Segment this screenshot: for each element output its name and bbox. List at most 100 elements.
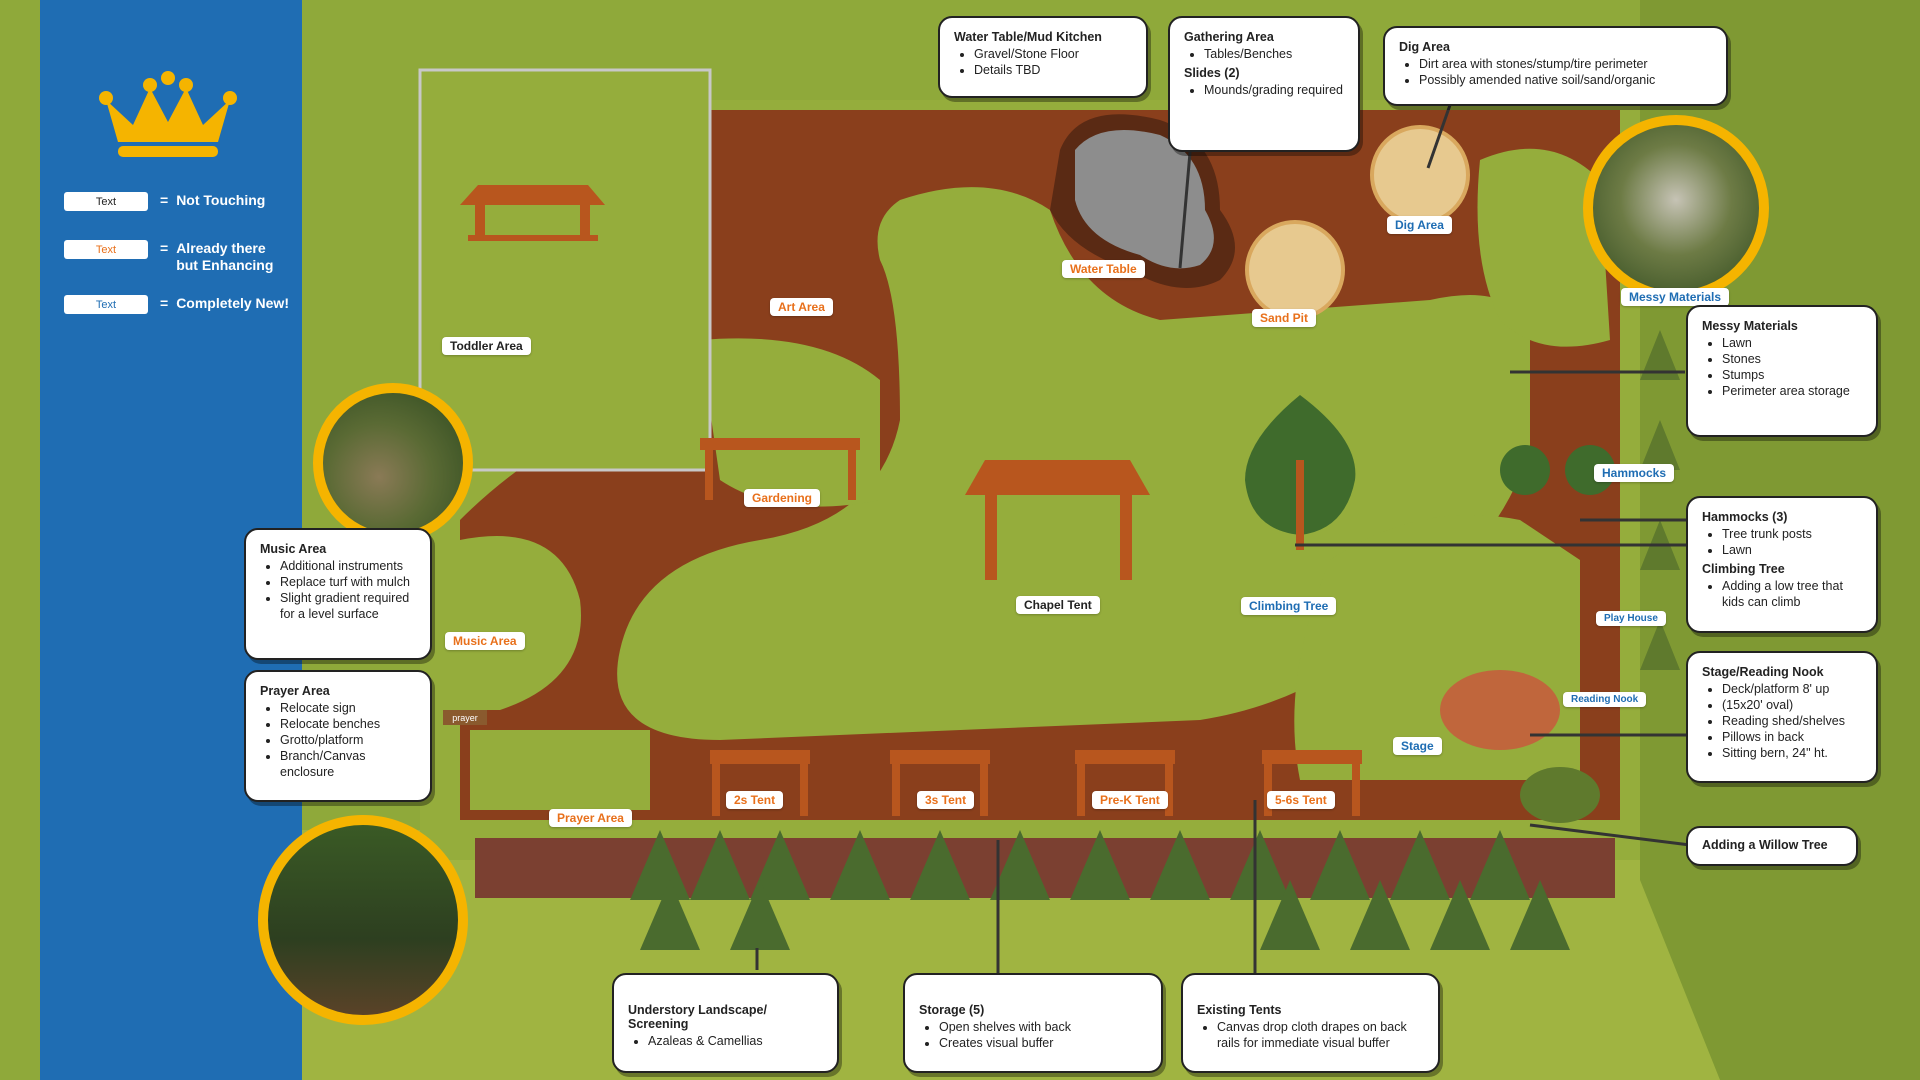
legend-enhancing: Text = Already there but Enhancing: [64, 240, 286, 274]
legend-chip: Text: [64, 240, 148, 259]
note-willow-tree: Adding a Willow Tree: [1686, 826, 1858, 866]
note-item: Mounds/grading required: [1204, 82, 1344, 98]
note-item: Creates visual buffer: [939, 1035, 1147, 1051]
legend-new: Text = Completely New!: [64, 295, 296, 314]
note-item: Additional instruments: [280, 558, 416, 574]
note-title: Stage/Reading Nook: [1702, 665, 1824, 679]
note-title: Adding a Willow Tree: [1702, 838, 1828, 852]
note-title: Prayer Area: [260, 684, 330, 698]
legend-equals: =: [160, 192, 169, 208]
note-item: Canvas drop cloth drapes on back rails f…: [1217, 1019, 1424, 1051]
note-item: Grotto/platform: [280, 732, 416, 748]
legend-chip: Text: [64, 295, 148, 314]
note-item: Tree trunk posts: [1722, 526, 1862, 542]
note-title: Dig Area: [1399, 40, 1450, 54]
label-water-table: Water Table: [1062, 260, 1145, 278]
label-dig-area: Dig Area: [1387, 216, 1452, 234]
note-hammocks: Hammocks (3) Tree trunk posts Lawn Climb…: [1686, 496, 1878, 633]
note-subtitle: Slides (2): [1184, 66, 1240, 80]
note-item: Slight gradient required for a level sur…: [280, 590, 416, 622]
note-title: Gathering Area: [1184, 30, 1274, 44]
note-item: Adding a low tree that kids can climb: [1722, 578, 1862, 610]
label-reading-nook: Reading Nook: [1563, 692, 1647, 707]
note-dig-area: Dig Area Dirt area with stones/stump/tir…: [1383, 26, 1728, 106]
note-item: Dirt area with stones/stump/tire perimet…: [1419, 56, 1712, 72]
label-music-area: Music Area: [445, 632, 525, 650]
note-title: Hammocks (3): [1702, 510, 1788, 524]
label-art-area: Art Area: [770, 298, 833, 316]
note-item: Relocate sign: [280, 700, 416, 716]
note-item: Sitting bern, 24" ht.: [1722, 745, 1862, 761]
label-hammocks: Hammocks: [1594, 464, 1675, 482]
note-list: Dirt area with stones/stump/tire perimet…: [1399, 56, 1712, 88]
legend-equals: =: [160, 240, 169, 256]
note-existing-tents: Existing Tents Canvas drop cloth drapes …: [1181, 973, 1440, 1073]
legend-desc: Already there but Enhancing: [176, 240, 274, 273]
label-toddler-area: Toddler Area: [442, 337, 531, 355]
note-list: Azaleas & Camellias: [628, 1033, 823, 1049]
note-list: Lawn Stones Stumps Perimeter area storag…: [1702, 335, 1862, 399]
label-prayer-area: Prayer Area: [549, 809, 632, 827]
note-item: Stumps: [1722, 367, 1862, 383]
note-messy-materials: Messy Materials Lawn Stones Stumps Perim…: [1686, 305, 1878, 437]
label-tent-prek: Pre-K Tent: [1092, 791, 1168, 809]
note-title: Music Area: [260, 542, 327, 556]
playground-map: prayer: [302, 0, 1920, 1080]
note-item: Tables/Benches: [1204, 46, 1344, 62]
note-gathering-area: Gathering Area Tables/Benches Slides (2)…: [1168, 16, 1360, 152]
note-list: Open shelves with back Creates visual bu…: [919, 1019, 1147, 1051]
label-sand-pit: Sand Pit: [1252, 309, 1317, 327]
note-item: Lawn: [1722, 335, 1862, 351]
note-item: Open shelves with back: [939, 1019, 1147, 1035]
legend-equals: =: [160, 295, 169, 311]
note-title: Understory Landscape/ Screening: [628, 1003, 767, 1031]
note-understory-landscape: Understory Landscape/ Screening Azaleas …: [612, 973, 839, 1073]
note-list: Additional instruments Replace turf with…: [260, 558, 416, 622]
note-prayer-area: Prayer Area Relocate sign Relocate bench…: [244, 670, 432, 802]
note-title: Storage (5): [919, 1003, 985, 1017]
label-gardening: Gardening: [744, 489, 821, 507]
label-messy-materials: Messy Materials: [1621, 288, 1730, 306]
label-tent-2s: 2s Tent: [726, 791, 784, 809]
note-item: Branch/Canvas enclosure: [280, 748, 416, 780]
label-play-house: Play House: [1596, 611, 1666, 626]
note-title: Water Table/Mud Kitchen: [954, 30, 1102, 44]
prayer-sign-text: prayer: [452, 713, 478, 723]
legend-desc: Not Touching: [176, 192, 266, 208]
legend-chip: Text: [64, 192, 148, 211]
legend-not-touching: Text = Not Touching: [64, 192, 296, 211]
note-item: Perimeter area storage: [1722, 383, 1862, 399]
legend-desc: Completely New!: [176, 295, 289, 311]
label-climbing-tree: Climbing Tree: [1241, 597, 1337, 615]
note-item: Azaleas & Camellias: [648, 1033, 823, 1049]
note-item: Lawn: [1722, 542, 1862, 558]
note-storage: Storage (5) Open shelves with back Creat…: [903, 973, 1163, 1073]
note-item: Possibly amended native soil/sand/organi…: [1419, 72, 1712, 88]
note-list: Tables/Benches: [1184, 46, 1344, 62]
note-water-table: Water Table/Mud Kitchen Gravel/Stone Flo…: [938, 16, 1148, 98]
note-subtitle: Climbing Tree: [1702, 562, 1785, 576]
crown-logo: [99, 71, 237, 157]
note-list: Deck/platform 8' up (15x20' oval) Readin…: [1702, 681, 1862, 761]
note-item: Stones: [1722, 351, 1862, 367]
label-tent-3s: 3s Tent: [917, 791, 975, 809]
note-item: Details TBD: [974, 62, 1132, 78]
note-list: Adding a low tree that kids can climb: [1702, 578, 1862, 610]
label-stage: Stage: [1393, 737, 1442, 755]
note-item: Gravel/Stone Floor: [974, 46, 1132, 62]
note-title: Existing Tents: [1197, 1003, 1282, 1017]
note-list: Gravel/Stone Floor Details TBD: [954, 46, 1132, 78]
note-item: Relocate benches: [280, 716, 416, 732]
note-music-area: Music Area Additional instruments Replac…: [244, 528, 432, 660]
note-item: Deck/platform 8' up: [1722, 681, 1862, 697]
note-stage-reading-nook: Stage/Reading Nook Deck/platform 8' up (…: [1686, 651, 1878, 783]
label-tent-56s: 5-6s Tent: [1267, 791, 1335, 809]
note-item: Reading shed/shelves: [1722, 713, 1862, 729]
note-list: Canvas drop cloth drapes on back rails f…: [1197, 1019, 1424, 1051]
note-list: Relocate sign Relocate benches Grotto/pl…: [260, 700, 416, 780]
note-item: Pillows in back: [1722, 729, 1862, 745]
label-chapel-tent: Chapel Tent: [1016, 596, 1100, 614]
note-list: Tree trunk posts Lawn: [1702, 526, 1862, 558]
note-item: Replace turf with mulch: [280, 574, 416, 590]
prayer-area-photo: [258, 815, 468, 1025]
